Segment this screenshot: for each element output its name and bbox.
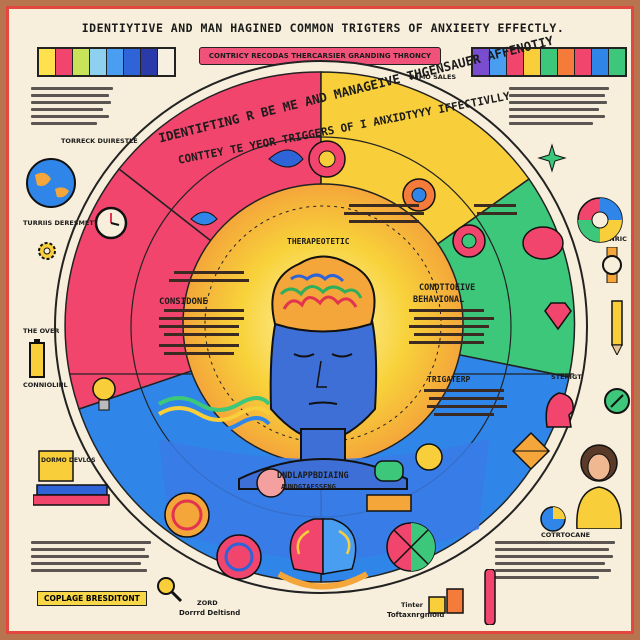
side-label-left-lower: THE OVER bbox=[23, 327, 60, 335]
page-title: IDENTIYTIVE AND MAN HAGINED COMMON TRIGT… bbox=[81, 21, 565, 35]
flower-icon bbox=[308, 140, 486, 258]
tube-icon bbox=[483, 568, 497, 629]
pie-wheel-icon bbox=[386, 522, 436, 572]
split-brain-icon bbox=[277, 518, 369, 590]
compass-icon bbox=[603, 387, 631, 419]
colorful-brain-icon bbox=[271, 255, 376, 333]
side-label-left-mid: TURRIIS DERESMETTLE bbox=[23, 219, 107, 227]
battery-icon bbox=[27, 339, 47, 383]
book-label: DORMO DEVLOS bbox=[41, 457, 96, 464]
footer-right-text: Toftaxnrgniold bbox=[387, 611, 445, 619]
watch-icon bbox=[601, 246, 623, 287]
color-swatch-strip-left bbox=[37, 47, 176, 77]
clock-icon bbox=[93, 205, 129, 245]
section-label-therapeutic: THERAPEOTETIC bbox=[287, 237, 350, 246]
origami-icon bbox=[509, 429, 553, 477]
callout-label: COPLAGE BRESDITONT bbox=[37, 591, 147, 606]
sparkle-icon bbox=[537, 143, 567, 177]
magnifier-icon bbox=[155, 575, 183, 607]
right-bottom-text-block bbox=[495, 541, 615, 583]
side-label-left-top: TORRECK DUIRESTLE bbox=[61, 137, 138, 145]
footer-right-label: Tinter bbox=[401, 601, 424, 609]
section-label-cbt-1: CONDTTOEIVE bbox=[419, 283, 476, 293]
infographic-poster: IDENTIYTIVE AND MAN HAGINED COMMON TRIGT… bbox=[6, 6, 634, 634]
footer-left-text: Dorrrd Deltisnd bbox=[179, 609, 241, 617]
lightbulb-icon bbox=[91, 375, 117, 419]
diamond-icon bbox=[541, 299, 575, 337]
section-label-cbt-2: BEHAVIONAL bbox=[413, 295, 465, 305]
side-label-right-bottom: COTRTOCANE bbox=[541, 531, 591, 539]
main-circle-diagram bbox=[54, 60, 588, 594]
section-label-trigger: TRIGATERP bbox=[427, 375, 471, 384]
globe-icon bbox=[23, 155, 79, 215]
right-text-block-1 bbox=[509, 87, 609, 129]
side-label-left-bottom: CONNIOLIIIL bbox=[23, 381, 68, 389]
left-bottom-text-block bbox=[31, 541, 151, 576]
left-text-block-1 bbox=[31, 87, 113, 129]
pencil-icon bbox=[609, 295, 625, 359]
section-label-understanding-2: AUNDGTAESSENG bbox=[281, 483, 336, 491]
side-label-right-top: DEMO SALES bbox=[409, 73, 457, 81]
blocks-icon bbox=[427, 579, 471, 619]
section-label-understanding-1: DNDLAPPBDIAING bbox=[277, 471, 349, 481]
gear-icon bbox=[35, 239, 59, 267]
footer-left-label: ZORD bbox=[197, 599, 218, 607]
color-wheel-icon bbox=[575, 195, 625, 249]
side-label-right-lower: STERIGT bbox=[551, 373, 582, 381]
book-icon bbox=[32, 449, 111, 509]
pie-icon bbox=[539, 505, 567, 537]
head-icon bbox=[541, 389, 577, 433]
hands-icon bbox=[571, 439, 627, 533]
section-label-cognitive: CONSIDONE bbox=[159, 297, 208, 307]
color-swatch-strip-right bbox=[471, 47, 627, 77]
